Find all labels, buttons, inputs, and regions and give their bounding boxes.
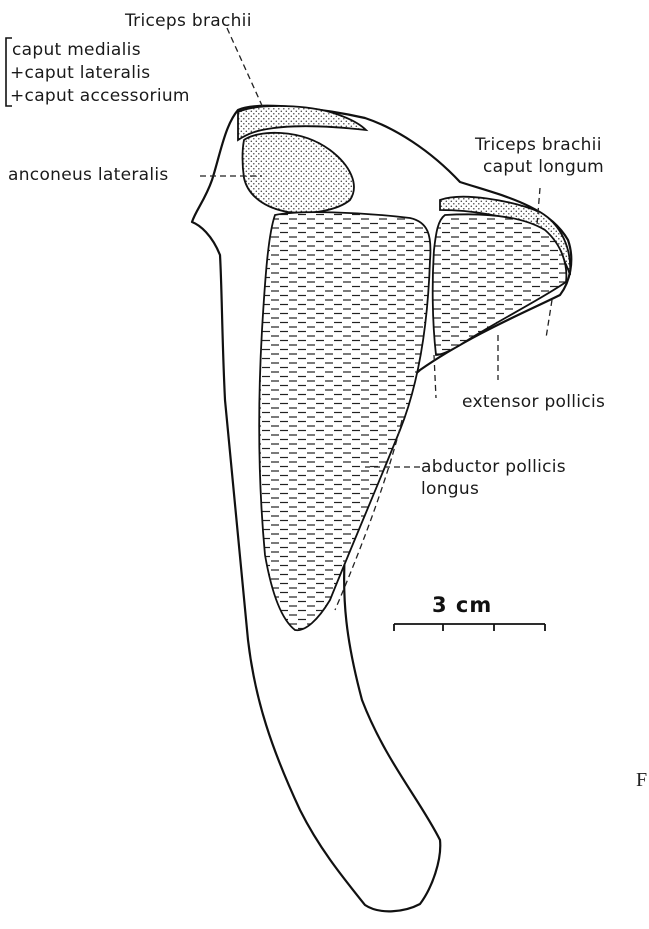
label-caput-longum: caput longum bbox=[483, 157, 604, 177]
scale-bar-label: 3 cm bbox=[432, 593, 492, 617]
label-triceps-brachii: Triceps brachii bbox=[124, 11, 252, 31]
label-caput-lateralis: +caput lateralis bbox=[10, 63, 150, 83]
label-extensor-pollicis: extensor pollicis bbox=[462, 392, 605, 412]
label-caput-medialis: caput medialis bbox=[12, 40, 141, 60]
leader-line bbox=[227, 28, 264, 110]
label-caput-accessorium: +caput accessorium bbox=[10, 86, 190, 106]
scale-bar: 3 cm bbox=[394, 593, 545, 631]
label-abductor-pollicis: abductor pollicis bbox=[421, 457, 566, 477]
anconeus-lateralis-region bbox=[243, 133, 354, 213]
label-triceps-brachii-longum: Triceps brachii bbox=[474, 135, 602, 155]
label-anconeus-lateralis: anconeus lateralis bbox=[8, 165, 169, 185]
dashed-boundary-line bbox=[546, 300, 552, 338]
page-edge-letter: F bbox=[636, 769, 647, 791]
label-abductor-longus: longus bbox=[421, 479, 479, 499]
